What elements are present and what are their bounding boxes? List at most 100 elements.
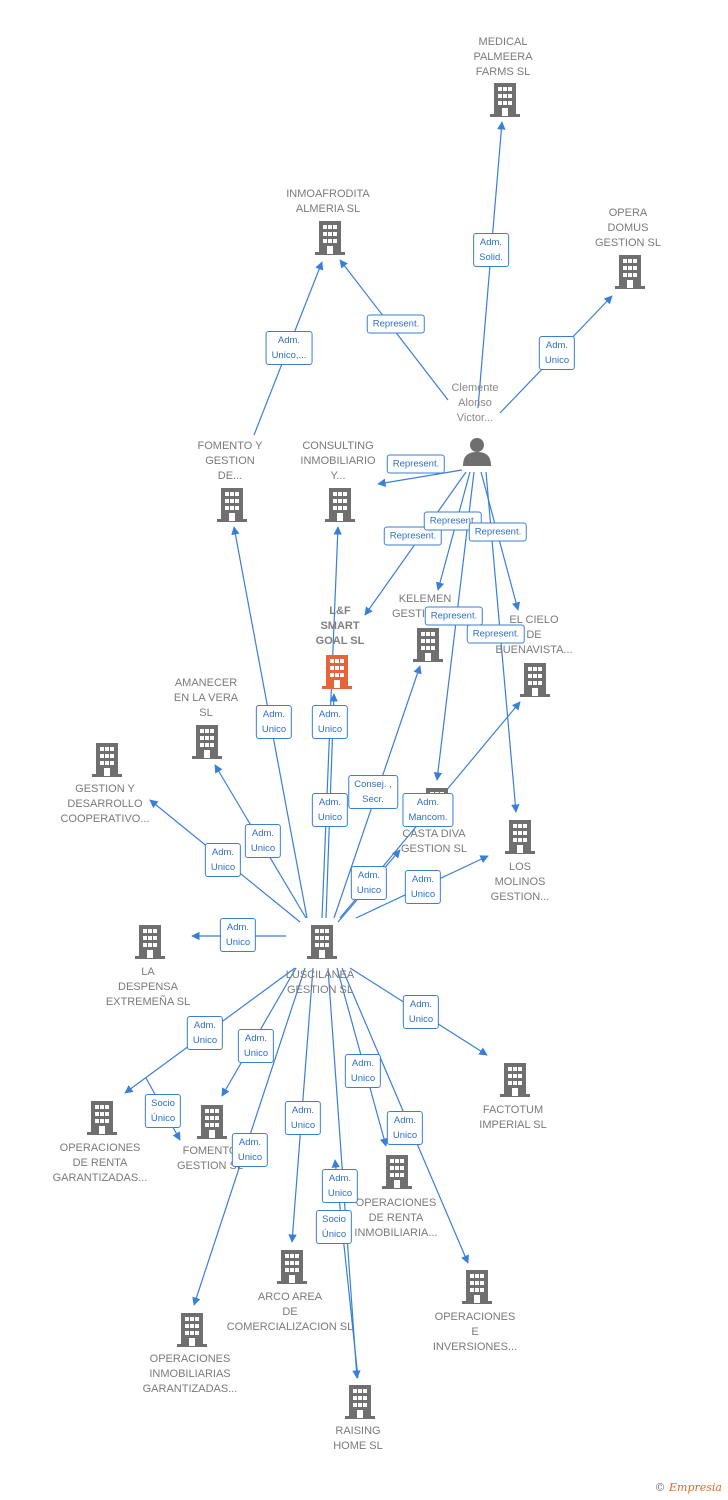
node-label-line: IMPERIAL SL <box>479 1119 547 1131</box>
relation-label-line: Adm. <box>244 1033 268 1044</box>
relation-label[interactable]: Adm.Unico <box>255 705 293 739</box>
building-icon[interactable] <box>92 743 122 777</box>
relation-label[interactable]: Adm.Unico <box>350 866 388 900</box>
relation-label[interactable]: Represent. <box>424 606 484 626</box>
building-icon[interactable] <box>382 1155 412 1189</box>
node-label-molinos[interactable]: LOS MOLINOS GESTION... <box>491 860 550 905</box>
edge-clemente-to-kelemen <box>435 471 471 591</box>
building-icon[interactable] <box>197 1105 227 1139</box>
relation-label[interactable]: Adm. Unico <box>237 1029 275 1063</box>
relation-label[interactable]: Represent. <box>466 624 526 644</box>
relation-label-line: Unico <box>317 812 343 823</box>
relation-label-line: Adm. <box>351 1058 375 1069</box>
node-label-line: FACTOTUM <box>482 1104 544 1116</box>
relation-label[interactable]: Represent. <box>383 526 443 546</box>
relation-label[interactable]: Adm.Unico <box>219 918 257 952</box>
building-icon[interactable] <box>87 1101 117 1135</box>
relation-label-line: Adm. <box>318 709 342 720</box>
relation-label[interactable]: Adm.Unico,... <box>265 331 313 365</box>
relation-label[interactable]: Adm.Mancom. <box>402 793 454 827</box>
relation-label[interactable]: Represent. <box>468 522 528 542</box>
relation-label[interactable]: Adm.Unico <box>244 824 282 858</box>
relation-label[interactable]: Adm.Unico <box>204 843 242 877</box>
building-icon[interactable] <box>615 255 645 289</box>
person-icon[interactable] <box>463 438 491 466</box>
node-label-line: MOLINOS <box>494 876 546 888</box>
building-icon[interactable] <box>192 725 222 759</box>
relation-label[interactable]: Adm.Unico <box>231 1133 269 1167</box>
node-label-line: OPERACIONES <box>355 1197 437 1209</box>
relation-label[interactable]: Adm. Unico <box>311 793 349 827</box>
relation-label[interactable]: Adm.Unico <box>311 705 349 739</box>
node-label-factotum[interactable]: FACTOTUM IMPERIAL SL <box>479 1103 546 1133</box>
relation-label-line: Secr. <box>362 794 384 805</box>
relation-label[interactable]: Adm.Unico <box>284 1101 322 1135</box>
building-icon[interactable] <box>307 925 337 959</box>
relation-label[interactable]: Adm.Unico <box>344 1054 382 1088</box>
relation-label-line: Adm. <box>211 847 235 858</box>
node-label-line: GESTION Y <box>75 783 135 795</box>
building-icon[interactable] <box>462 1270 492 1304</box>
node-label-line: BUENAVISTA... <box>495 644 573 656</box>
building-icon[interactable] <box>505 820 535 854</box>
building-icon[interactable] <box>345 1385 375 1419</box>
node-label-line: FOMENTO <box>182 1145 238 1157</box>
relation-label[interactable]: Adm.Solid. <box>473 233 509 267</box>
node-label-line: GESTION SL <box>400 843 468 855</box>
relation-label-line: Adm. <box>318 797 342 808</box>
building-icon[interactable] <box>325 488 355 522</box>
relation-label[interactable]: Adm.Unico <box>321 1169 359 1203</box>
node-label-line: PALMEERA <box>473 51 533 63</box>
building-icon[interactable] <box>490 83 520 117</box>
relation-label[interactable]: Adm.Unico <box>538 336 576 370</box>
node-label-line: DE... <box>217 470 243 482</box>
focus-building-icon[interactable] <box>322 655 352 689</box>
node-label-line: SMART <box>320 620 360 632</box>
node-label-line: GESTION... <box>490 891 550 903</box>
relation-label[interactable]: Adm.Unico <box>404 870 442 904</box>
building-icon[interactable] <box>135 925 165 959</box>
building-icon[interactable] <box>217 488 247 522</box>
relation-label[interactable]: Adm.Unico <box>402 995 440 1029</box>
relation-label[interactable]: Adm.Unico <box>186 1016 224 1050</box>
relation-label[interactable]: Represent. <box>423 511 483 531</box>
building-icon[interactable] <box>277 1250 307 1284</box>
brand-logo[interactable]: Empresia <box>669 1481 722 1494</box>
relation-label[interactable]: Represent. <box>366 314 426 334</box>
building-icon[interactable] <box>315 221 345 255</box>
node-label-line: CONSULTING <box>302 440 374 452</box>
building-icon[interactable] <box>413 628 443 662</box>
building-icon[interactable] <box>520 663 550 697</box>
relation-label[interactable]: Represent. <box>386 454 446 474</box>
building-icon[interactable] <box>177 1313 207 1347</box>
node-label-line: OPERACIONES <box>434 1311 516 1323</box>
building-icon[interactable] <box>500 1063 530 1097</box>
relation-label[interactable]: Adm.Unico <box>386 1111 424 1145</box>
relation-label-line: Unico <box>243 1048 269 1059</box>
relation-label[interactable]: Consej. ,Secr. <box>348 775 398 809</box>
node-label-line: LOS <box>508 861 531 873</box>
relation-label-line: Represent. <box>392 458 440 470</box>
